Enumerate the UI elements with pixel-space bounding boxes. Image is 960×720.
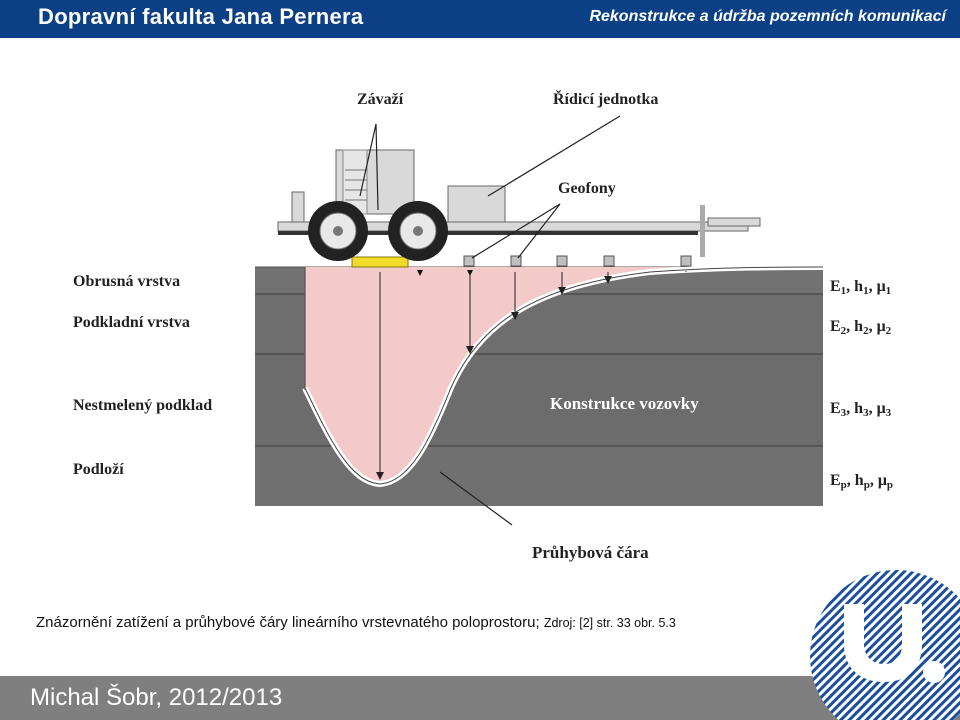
layer-params-4: Ep, hp, μp [830, 472, 893, 491]
load-plate [351, 256, 409, 268]
header-bar: Dopravní fakulta Jana Pernera Rekonstruk… [0, 0, 960, 38]
caption-main: Znázornění zatížení a průhybové čáry lin… [36, 614, 540, 631]
caption-source: Zdroj: [2] str. 33 obr. 5.3 [543, 616, 676, 630]
geophones [463, 255, 692, 267]
deflection-measure-lines [376, 271, 687, 480]
label-pavement-structure: Konstrukce vozovky [550, 394, 699, 413]
label-weight: Závaží [357, 91, 404, 108]
layer-name-3: Nestmelený podklad [73, 397, 212, 414]
deflection-bowl [305, 267, 823, 484]
layer-params-3: E3, h3, μ3 [830, 400, 892, 419]
layer-params-2: E2, h2, μ2 [830, 318, 892, 337]
label-pointers [359, 115, 621, 526]
footer-bar: Michal Šobr, 2012/2013 [0, 676, 960, 720]
layer-params-1: E1, h1, μ1 [830, 278, 891, 297]
university-u-logo-icon [810, 570, 960, 720]
figure-caption: Znázornění zatížení a průhybové čáry lin… [36, 614, 676, 631]
layer-name-4: Podloží [73, 461, 124, 478]
surface-arrows [417, 270, 473, 276]
course-title: Rekonstrukce a údržba pozemních komunika… [589, 8, 946, 25]
label-deflection-line: Průhybová čára [532, 543, 649, 562]
layer-name-1: Obrusná vrstva [73, 273, 180, 290]
label-control-unit: Řídicí jednotka [553, 89, 658, 108]
trailer-wheel-rear [388, 201, 448, 261]
layer-name-2: Podkladní vrstva [73, 314, 190, 331]
fwd-deflection-diagram: Závaží Řídicí jednotka Geofony Konstrukc… [73, 89, 893, 562]
trailer-wheel-front [308, 201, 368, 261]
footer-author: Michal Šobr, 2012/2013 [30, 684, 283, 711]
faculty-title: Dopravní fakulta Jana Pernera [38, 4, 364, 29]
label-geophones: Geofony [558, 180, 616, 197]
